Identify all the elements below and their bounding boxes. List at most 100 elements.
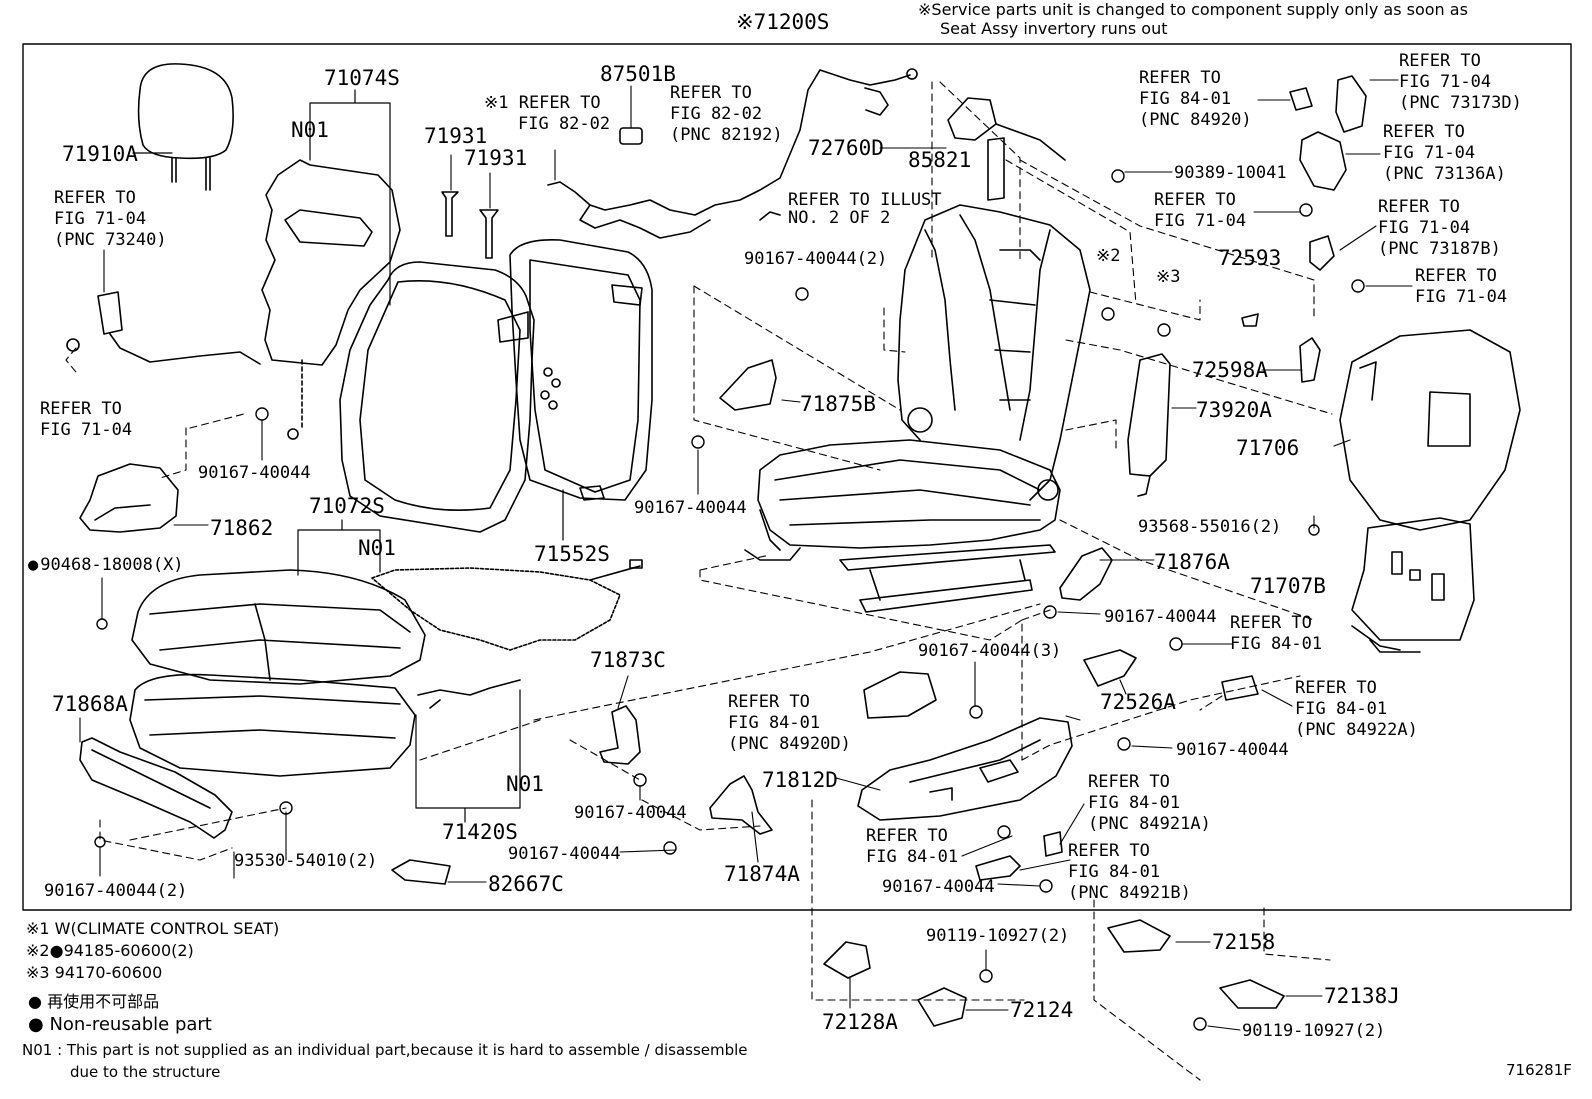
legend-nonreusable-jp-text: 再使用不可部品 <box>47 992 160 1011</box>
ref-73136A-line2: FIG 71-04 <box>1383 143 1476 163</box>
knob-84921B-drawing <box>975 855 1021 881</box>
part-71420S: 71420S <box>442 820 518 844</box>
part-71873C: 71873C <box>590 648 666 672</box>
nonreusable-dot-icon: ● <box>28 992 42 1011</box>
ref-84-01-a-line1: REFER TO <box>1230 613 1312 633</box>
lower-harness-drawing <box>417 679 521 709</box>
seat-cushion-drawing <box>129 569 426 777</box>
legend-note-1: ※1 W(CLIMATE CONTROL SEAT) <box>26 919 280 938</box>
ref-illust-line1: REFER TO ILLUST <box>788 190 942 210</box>
nonreusable-dot-icon: ● <box>49 941 64 960</box>
part-72138J: 72138J <box>1324 984 1400 1008</box>
legend-n01-line1: N01 : This part is not supplied as an in… <box>22 1041 748 1059</box>
assembly-part-number: ※71200S <box>736 10 830 34</box>
ref-73187B-line2: FIG 71-04 <box>1378 218 1471 238</box>
seatback-board-drawing <box>1339 329 1521 531</box>
part-85821: 85821 <box>908 148 972 172</box>
clips-drawing <box>441 154 499 259</box>
note-mark-3: ※3 <box>1156 267 1181 287</box>
ref-84922A-line3: (PNC 84922A) <box>1295 720 1418 740</box>
part-90167-40044-3: 90167-40044(3) <box>918 641 1062 661</box>
ref-71-04-right-line2: FIG 71-04 <box>1415 287 1508 307</box>
cover-72128A-drawing <box>823 941 871 979</box>
part-71868A: 71868A <box>52 692 128 716</box>
ref-73173D-line2: FIG 71-04 <box>1399 72 1492 92</box>
n01-label-bottom: N01 <box>506 772 544 796</box>
leader-lines <box>99 79 1413 1031</box>
part-90167-40044-right1: 90167-40044 <box>1104 607 1217 627</box>
ref-84920-line3: (PNC 84920) <box>1139 110 1252 130</box>
ref-84-01-b-line1: REFER TO <box>866 826 948 846</box>
ref-71-04-right-line1: REFER TO <box>1415 266 1497 286</box>
legend-note-2: ※2●94185-60600(2) <box>26 941 194 961</box>
part-84920-drawing <box>1289 87 1313 111</box>
part-72158: 72158 <box>1212 930 1276 954</box>
cover-72158-drawing <box>1107 919 1171 953</box>
part-90468-18008-nonreusable: 90468-18008(X) <box>28 555 183 576</box>
ref-73136A-line3: (PNC 73136A) <box>1383 164 1506 184</box>
part-72760D: 72760D <box>808 136 884 160</box>
part-72124: 72124 <box>1010 998 1074 1022</box>
cover-82667C-drawing <box>391 859 451 885</box>
legend-nonreusable-en-text: Non-reusable part <box>49 1014 212 1035</box>
ref-73136A-line1: REFER TO <box>1383 122 1465 142</box>
ref-82192-line2: FIG 82-02 <box>670 104 763 124</box>
bracket-71876A-drawing <box>1059 547 1113 601</box>
ref-84-01-b-line2: FIG 84-01 <box>866 847 959 867</box>
part-72593: 72593 <box>1218 246 1282 270</box>
ref-84-01-a-line2: FIG 84-01 <box>1230 634 1323 654</box>
part-93530-54010-2: 93530-54010(2) <box>234 851 378 871</box>
part-93568-55016-2: 93568-55016(2) <box>1138 517 1282 537</box>
cover-72124-drawing <box>917 987 967 1027</box>
part-72593-drawing <box>1241 313 1259 327</box>
side-airbag-drawing <box>1127 353 1171 497</box>
seat-belt-buckle-drawing <box>66 249 261 365</box>
part-71862: 71862 <box>210 516 274 540</box>
part-71072S: 71072S <box>309 494 385 518</box>
bracket-71875B-drawing <box>719 359 777 411</box>
part-71706: 71706 <box>1236 436 1300 460</box>
knob-84921A-drawing <box>1043 831 1063 857</box>
part-71812D: 71812D <box>762 768 838 792</box>
part-87501B: 87501B <box>600 62 676 86</box>
legend-n01-line2: due to the structure <box>70 1063 221 1081</box>
part-71875B: 71875B <box>800 392 876 416</box>
part-72598A-drawing <box>1299 337 1321 383</box>
part-71074S: 71074S <box>324 66 400 90</box>
ref-82192-line3: (PNC 82192) <box>670 125 783 145</box>
front-trim-drawing <box>79 737 233 839</box>
part-71552S: 71552S <box>534 542 610 566</box>
ref-84921B-line2: FIG 84-01 <box>1068 862 1161 882</box>
part-90167-40044-2-bottom: 90167-40044(2) <box>44 881 188 901</box>
ref-84920D-line3: (PNC 84920D) <box>728 734 851 754</box>
part-71931-a: 71931 <box>424 124 488 148</box>
service-note-line2: Seat Assy invertory runs out <box>940 19 1168 38</box>
switch-84922A-drawing <box>1221 675 1259 701</box>
part-90167-40044-bottom-mid: 90167-40044 <box>508 844 621 864</box>
cover-73136A-drawing <box>1299 131 1347 191</box>
outer-shield-drawing <box>857 717 1073 821</box>
nonreusable-dot-icon: ● <box>28 1014 44 1035</box>
ref-84921B-line1: REFER TO <box>1068 841 1150 861</box>
ref-73187B-line3: (PNC 73187B) <box>1378 239 1501 259</box>
ref-84921B-line3: (PNC 84921B) <box>1068 883 1191 903</box>
legend-nonreusable-en: ● Non-reusable part <box>28 1015 212 1035</box>
legend-note-2-part: 94185-60600(2) <box>63 941 194 960</box>
part-71910A: 71910A <box>62 142 138 166</box>
part-90389-10041: 90389-10041 <box>1174 163 1287 183</box>
seat-frame-drawing <box>744 204 1091 613</box>
ref-73173D-line1: REFER TO <box>1399 51 1481 71</box>
ref-84920D-line1: REFER TO <box>728 692 810 712</box>
part-90119-10927-2-a: 90119-10927(2) <box>926 926 1070 946</box>
ref-84922A-line1: REFER TO <box>1295 678 1377 698</box>
legend-note-3: ※3 94170-60600 <box>26 963 163 982</box>
ref-84922A-line2: FIG 84-01 <box>1295 699 1388 719</box>
bracket-71873C-drawing <box>599 705 641 765</box>
part-90119-10927-2-b: 90119-10927(2) <box>1242 1021 1386 1041</box>
knob-72526A-drawing <box>1083 649 1137 687</box>
part-72598A: 72598A <box>1192 358 1268 382</box>
ref-84920-line2: FIG 84-01 <box>1139 89 1232 109</box>
bracket-71874A-drawing <box>709 775 773 835</box>
part-90167-40044-left: 90167-40044 <box>198 463 311 483</box>
